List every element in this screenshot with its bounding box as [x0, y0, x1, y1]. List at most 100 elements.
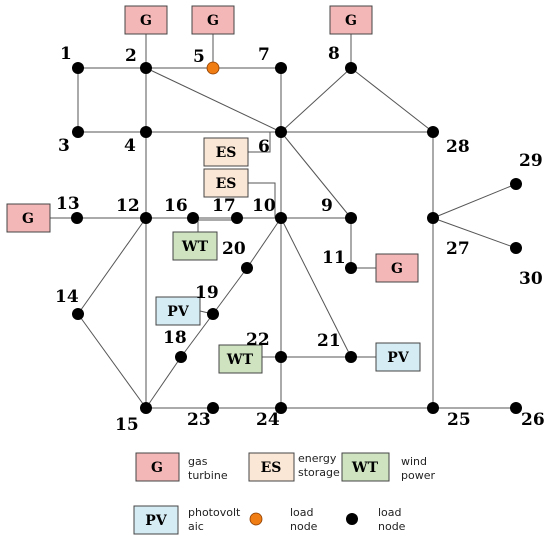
legend-orange-line1: load — [290, 506, 314, 519]
energy-storage-node10: ES — [203, 168, 249, 198]
edge-14-15 — [77, 313, 147, 409]
node-label-23: 23 — [187, 410, 211, 430]
node-label-16: 16 — [164, 196, 188, 216]
legend-pv-symbol: PV — [145, 513, 168, 529]
legend-orange-node-icon — [249, 512, 263, 526]
node-label-20: 20 — [222, 239, 246, 259]
legend-black-line2: node — [378, 520, 406, 533]
edge-18-15 — [145, 356, 182, 409]
node-15 — [140, 402, 152, 414]
node-16 — [187, 212, 199, 224]
legend-es-symbol: ES — [261, 460, 282, 476]
legend-photovoltaic: PV photovolt aic — [133, 505, 241, 535]
gas-turbine-symbol: G — [391, 261, 403, 277]
legend-black-line1: load — [378, 506, 402, 519]
legend-pv-line1: photovolt — [188, 506, 241, 519]
legend-black-node-icon — [346, 513, 358, 525]
legend-pv-line2: aic — [188, 520, 204, 533]
node-label-4: 4 — [124, 136, 136, 156]
edge-6-9 — [280, 131, 352, 219]
node-label-12: 12 — [116, 196, 140, 216]
bus-nodes — [71, 61, 522, 414]
node-5 — [206, 61, 220, 75]
wind-turbine-node17: WT — [172, 231, 218, 261]
node-20 — [241, 262, 253, 274]
node-11 — [345, 262, 357, 274]
gas-turbine-symbol: G — [207, 13, 219, 29]
node-label-9: 9 — [321, 196, 333, 216]
node-label-8: 8 — [328, 44, 340, 64]
node-10 — [275, 212, 287, 224]
edge-27-30 — [432, 217, 517, 249]
generation-components: G G G G G ES ES WT — [6, 5, 421, 374]
node-label-13: 13 — [56, 194, 80, 214]
node-6 — [275, 126, 287, 138]
node-23 — [207, 402, 219, 414]
edge-10-20 — [246, 217, 282, 269]
node-label-6: 6 — [258, 137, 270, 157]
legend-wind-power: WT wind power — [341, 452, 435, 482]
node-label-14: 14 — [55, 287, 79, 307]
node-label-25: 25 — [447, 410, 471, 430]
energy-storage-symbol: ES — [216, 176, 237, 192]
node-17 — [231, 212, 243, 224]
node-4 — [140, 126, 152, 138]
node-label-18: 18 — [163, 328, 187, 348]
legend-load-node-orange: load node — [249, 506, 318, 533]
node-label-11: 11 — [322, 248, 346, 268]
gas-turbine-node13: G — [6, 203, 51, 233]
legend-energy-storage: ES energy storage — [248, 452, 340, 482]
legend-es-line2: storage — [298, 466, 340, 479]
legend-gas-swatch — [135, 452, 180, 482]
node-29 — [510, 178, 522, 190]
node-label-29: 29 — [519, 151, 543, 171]
node-24 — [275, 402, 287, 414]
energy-storage-symbol: ES — [216, 145, 237, 161]
legend-load-node-black: load node — [346, 506, 406, 533]
node-label-10: 10 — [252, 196, 276, 216]
legend-wt-symbol: WT — [351, 460, 379, 476]
node-27 — [427, 212, 439, 224]
photovoltaic-symbol: PV — [167, 304, 190, 320]
energy-storage-node6: ES — [203, 137, 249, 167]
node-12 — [140, 212, 152, 224]
legend-es-line1: energy — [298, 452, 337, 465]
node-7 — [275, 62, 287, 74]
legend-orange-line2: node — [290, 520, 318, 533]
gas-turbine-node2: G — [124, 5, 168, 35]
gas-turbine-symbol: G — [345, 13, 357, 29]
node-1 — [72, 62, 84, 74]
node-label-17: 17 — [212, 196, 236, 216]
photovoltaic-node21: PV — [375, 342, 421, 372]
node-19 — [207, 308, 219, 320]
node-9 — [345, 212, 357, 224]
node-8 — [345, 62, 357, 74]
legend-wt-swatch — [341, 452, 390, 482]
wind-power-symbol: WT — [181, 239, 209, 255]
connector-es-10 — [248, 182, 276, 218]
legend-wt-line1: wind — [401, 455, 427, 468]
gas-turbine-symbol: G — [140, 13, 152, 29]
node-label-15: 15 — [115, 415, 139, 435]
node-label-3: 3 — [58, 136, 70, 156]
node-2 — [140, 62, 152, 74]
node-label-24: 24 — [256, 410, 280, 430]
legend-gas-line2: turbine — [188, 469, 228, 482]
edge-8-28 — [350, 67, 434, 133]
wind-turbine-node22: WT — [218, 344, 263, 374]
edge-10-21 — [280, 217, 352, 358]
node-label-1: 1 — [60, 44, 72, 64]
node-label-19: 19 — [195, 283, 219, 303]
legend-es-swatch — [248, 452, 295, 482]
node-22 — [275, 351, 287, 363]
node-labels: 1 2 3 4 5 6 7 8 9 10 11 12 13 14 15 16 1… — [55, 44, 545, 435]
node-3 — [72, 126, 84, 138]
node-label-26: 26 — [521, 410, 545, 430]
legend: G gas turbine ES energy storage WT wind … — [133, 452, 435, 535]
node-label-28: 28 — [446, 137, 470, 157]
gas-turbine-symbol: G — [22, 211, 34, 227]
photovoltaic-symbol: PV — [387, 350, 410, 366]
node-30 — [510, 242, 522, 254]
node-13 — [71, 212, 83, 224]
